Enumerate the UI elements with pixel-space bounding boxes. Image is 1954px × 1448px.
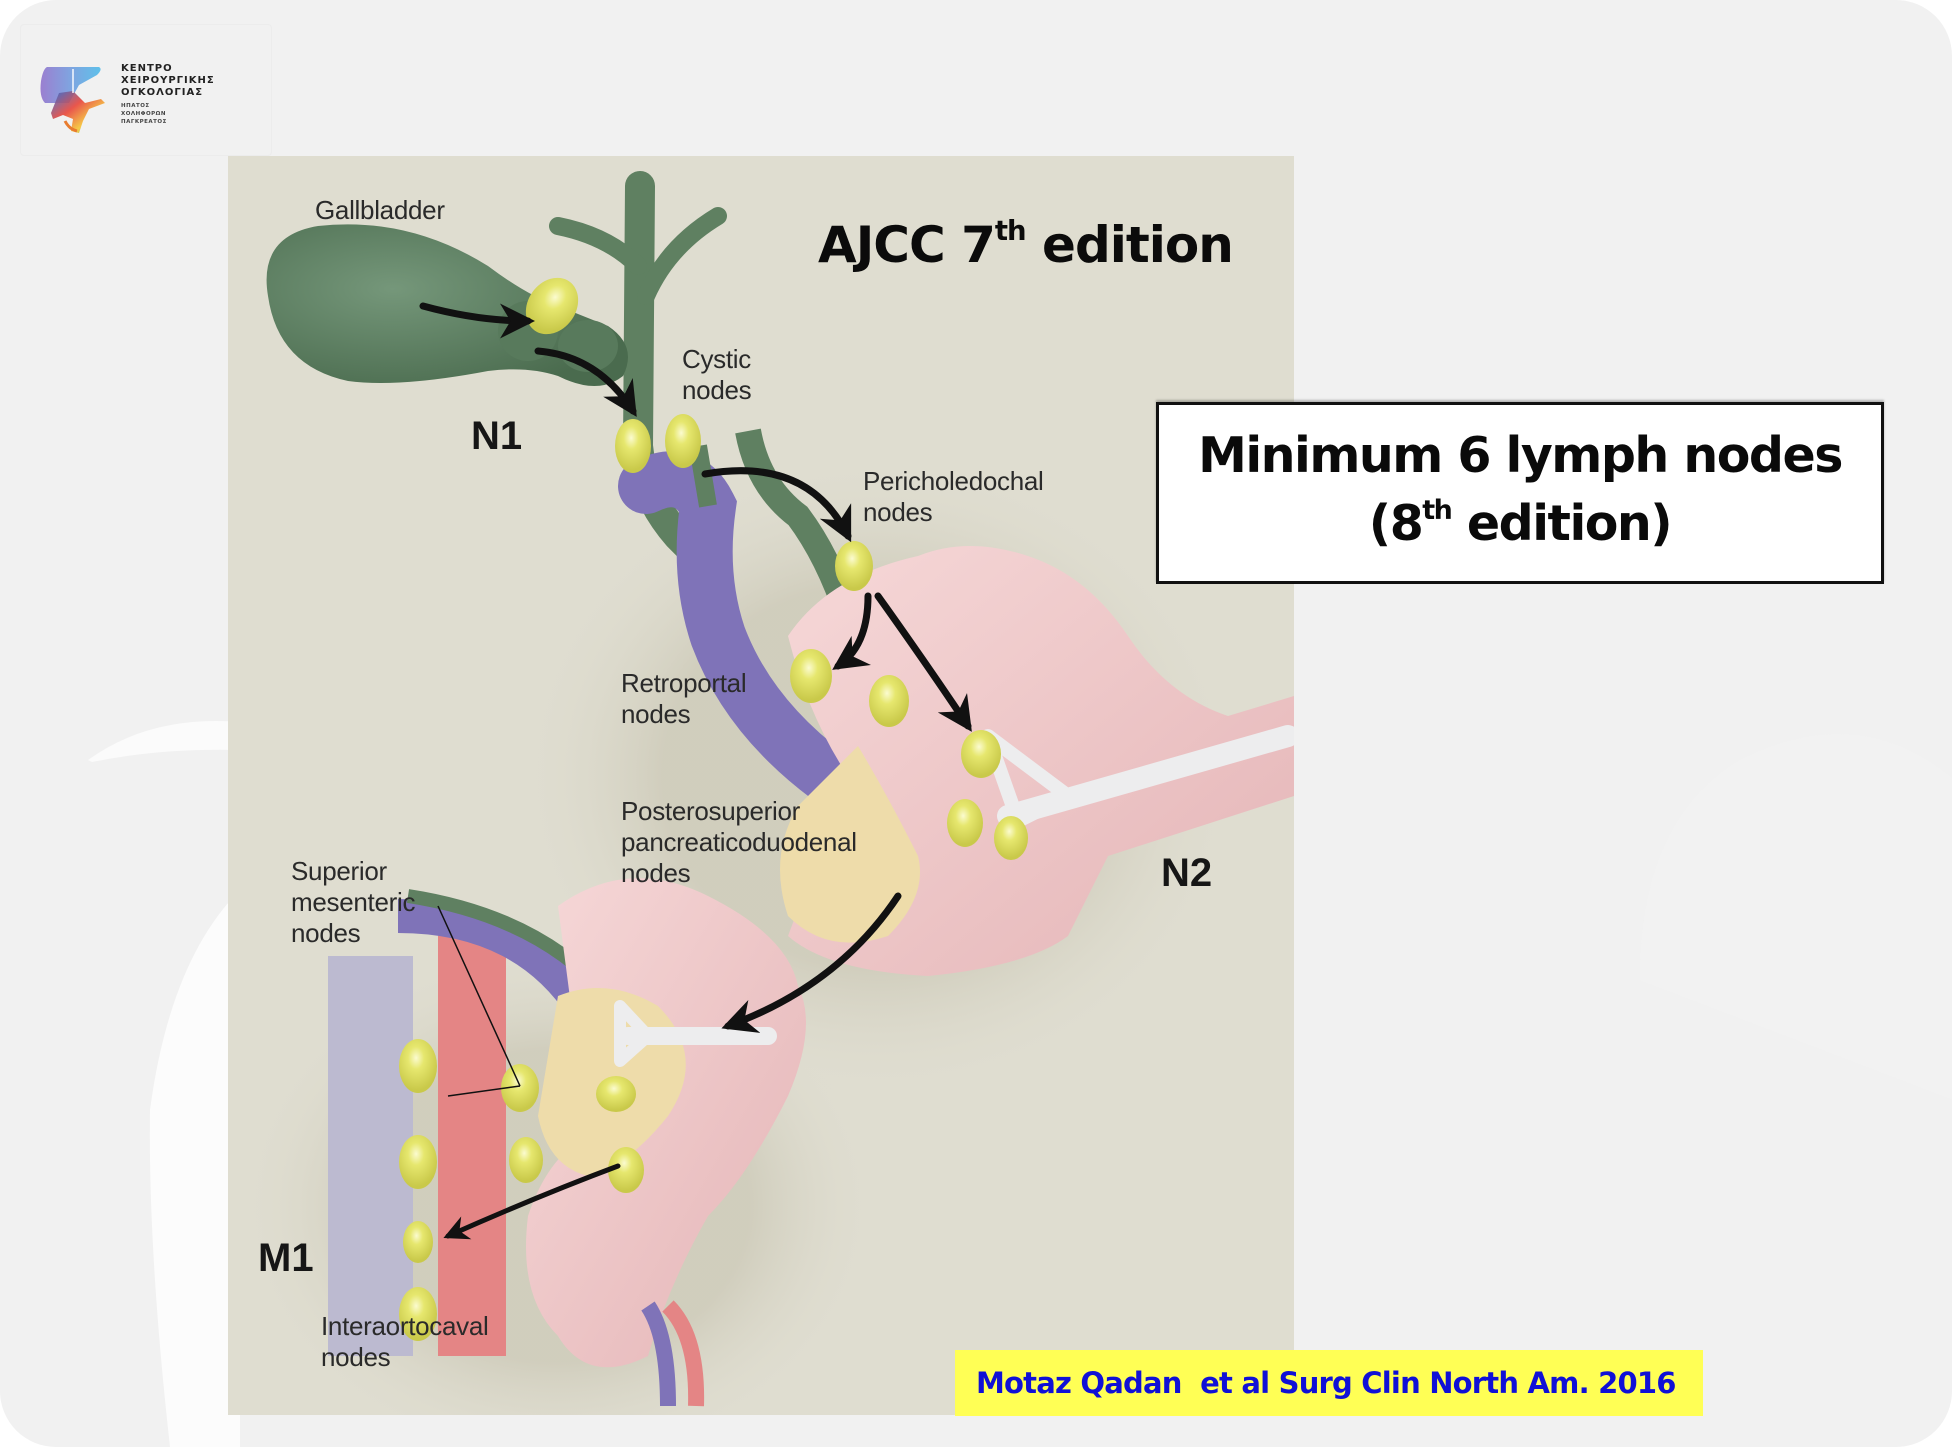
label-retroportal-nodes: Retroportal nodes — [621, 668, 747, 729]
citation-reference: Motaz Qadan et al Surg Clin North Am. 20… — [955, 1350, 1703, 1416]
lymph-node — [399, 1135, 437, 1189]
label-gallbladder: Gallbladder — [315, 195, 445, 225]
logo-subtitle-line: ΠΑΓΚΡΕΑΤΟΣ — [121, 119, 167, 125]
lymph-node — [399, 1039, 437, 1093]
lymph-node — [501, 1064, 539, 1112]
anatomy-illustration — [238, 171, 1294, 1415]
logo-title-line: ΟΓΚΟΛΟΓΙΑΣ — [121, 87, 204, 98]
label-interaortocaval-nodes: Interaortocaval nodes — [321, 1311, 489, 1372]
arrow — [721, 892, 902, 1033]
lymph-node — [403, 1221, 433, 1263]
lymph-node — [947, 799, 983, 847]
lymph-node — [509, 1137, 543, 1183]
liver-pancreas-logo-icon — [40, 67, 105, 133]
lymph-node — [615, 419, 651, 473]
arrow — [534, 347, 637, 417]
lymph-node — [399, 1287, 437, 1341]
stage-n1: N1 — [471, 414, 523, 458]
aorta — [438, 916, 506, 1356]
lymph-node — [994, 816, 1028, 860]
pancreas-head — [780, 746, 920, 943]
lymph-node — [790, 649, 832, 703]
arrow — [419, 302, 535, 339]
note-line-1: Minimum 6 lymph nodes — [1198, 427, 1843, 484]
lymph-node — [869, 675, 909, 727]
lymph-node — [835, 541, 873, 591]
minimum-lymph-nodes-note: Minimum 6 lymph nodes (8th edition) — [1156, 402, 1884, 584]
logo-subtitle-line: ΧΟΛΗΦΟΡΩΝ — [121, 111, 166, 117]
label-superior-mesenteric-nodes: Superior mesenteric nodes — [291, 856, 416, 948]
lymph-node — [961, 730, 1001, 778]
spread-arrows — [419, 302, 972, 1240]
vena-cava — [328, 956, 413, 1356]
lymph-node — [525, 277, 579, 335]
label-pericholedochal-nodes: Pericholedochal nodes — [863, 466, 1044, 527]
retractor-instrument — [614, 1000, 777, 1067]
stage-m1: M1 — [258, 1236, 314, 1280]
arrow — [874, 592, 972, 732]
retractor-instrument — [981, 725, 1294, 828]
label-posterosuperior-nodes: Posterosuperior pancreaticoduodenal node… — [621, 796, 857, 888]
lymph-node — [608, 1147, 644, 1193]
logo-title-line: ΚΕΝΤΡΟ — [121, 63, 173, 74]
lymph-node-diagram: AJCC 7th edition Gallbladder Cystic node… — [228, 156, 1294, 1415]
logo: ΚΕΝΤΡΟ ΧΕΙΡΟΥΡΓΙΚΗΣ ΟΓΚΟΛΟΓΙΑΣ ΗΠΑΤΟΣ ΧΟ… — [20, 24, 272, 156]
label-leader-line — [447, 1085, 521, 1097]
arrow — [443, 1163, 621, 1240]
lymph-nodes — [399, 277, 1028, 1341]
lymph-node — [596, 1076, 636, 1112]
arrow — [832, 592, 872, 670]
logo-text: ΚΕΝΤΡΟ ΧΕΙΡΟΥΡΓΙΚΗΣ ΟΓΚΟΛΟΓΙΑΣ ΗΠΑΤΟΣ ΧΟ… — [121, 63, 215, 126]
stage-n2: N2 — [1161, 851, 1213, 895]
figure-title: AJCC 7th edition — [818, 215, 1234, 274]
label-cystic-nodes: Cystic nodes — [682, 344, 752, 405]
logo-title-line: ΧΕΙΡΟΥΡΓΙΚΗΣ — [121, 75, 215, 86]
arrow — [701, 467, 852, 543]
lymph-node — [665, 414, 701, 468]
logo-subtitle-line: ΗΠΑΤΟΣ — [121, 103, 150, 109]
note-line-2: (8th edition) — [1368, 494, 1673, 552]
